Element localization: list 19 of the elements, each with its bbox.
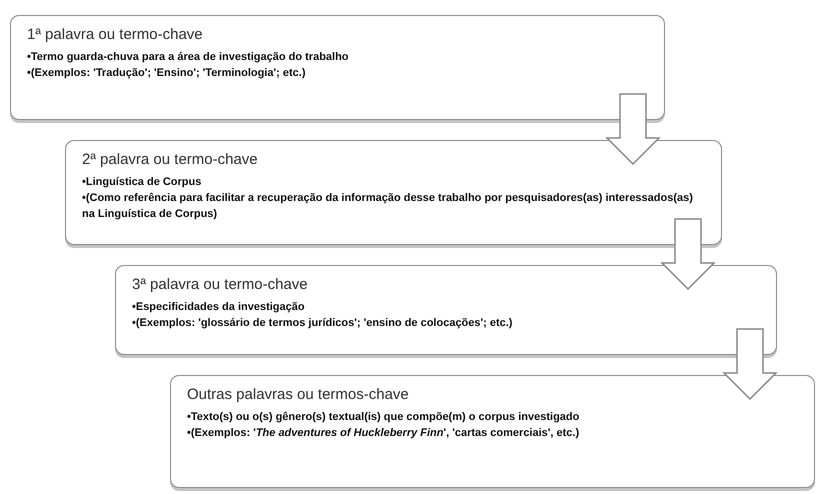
heading: 1ª palavra ou termo-chave (27, 26, 203, 43)
heading: 3ª palavra ou termo-chave (132, 276, 308, 293)
bullet-text: •(Exemplos: 'The adventures of Huckleberry Finn', 'cartas comerciais', etc.) (187, 426, 580, 441)
text-box (115, 265, 777, 355)
bullet-text: •(Exemplos: 'glossário de termos jurídicos'; 'ensino de colocações'; etc.) (132, 316, 514, 331)
text-box (65, 140, 722, 245)
bullet-text: •(Exemplos: 'Tradução'; 'Ensino'; 'Terminologia'; etc.) (27, 66, 306, 81)
block-arrow (605, 93, 661, 166)
heading: Outras palavras ou termos-chave (187, 386, 409, 403)
bullet-text: •Termo guarda-chuva para a área de investigação do trabalho (27, 50, 350, 65)
block-arrow (722, 328, 778, 400)
bullet-text: •Texto(s) ou o(s) gênero(s) textual(is) que compõe(m) o corpus investigado (187, 410, 580, 425)
text-box (10, 15, 665, 120)
bullet-text: •(Como referência para facilitar a recuperação da informação desse trabalho por pesquisadores(as) interessados(as) na Linguística de Corpus) (82, 191, 694, 222)
heading: 2ª palavra ou termo-chave (82, 151, 258, 168)
block-arrow (660, 218, 716, 290)
bullet-text: •Linguística de Corpus (82, 175, 202, 190)
bullet-text: •Especificidades da investigação (132, 300, 306, 315)
text-box (170, 375, 815, 488)
